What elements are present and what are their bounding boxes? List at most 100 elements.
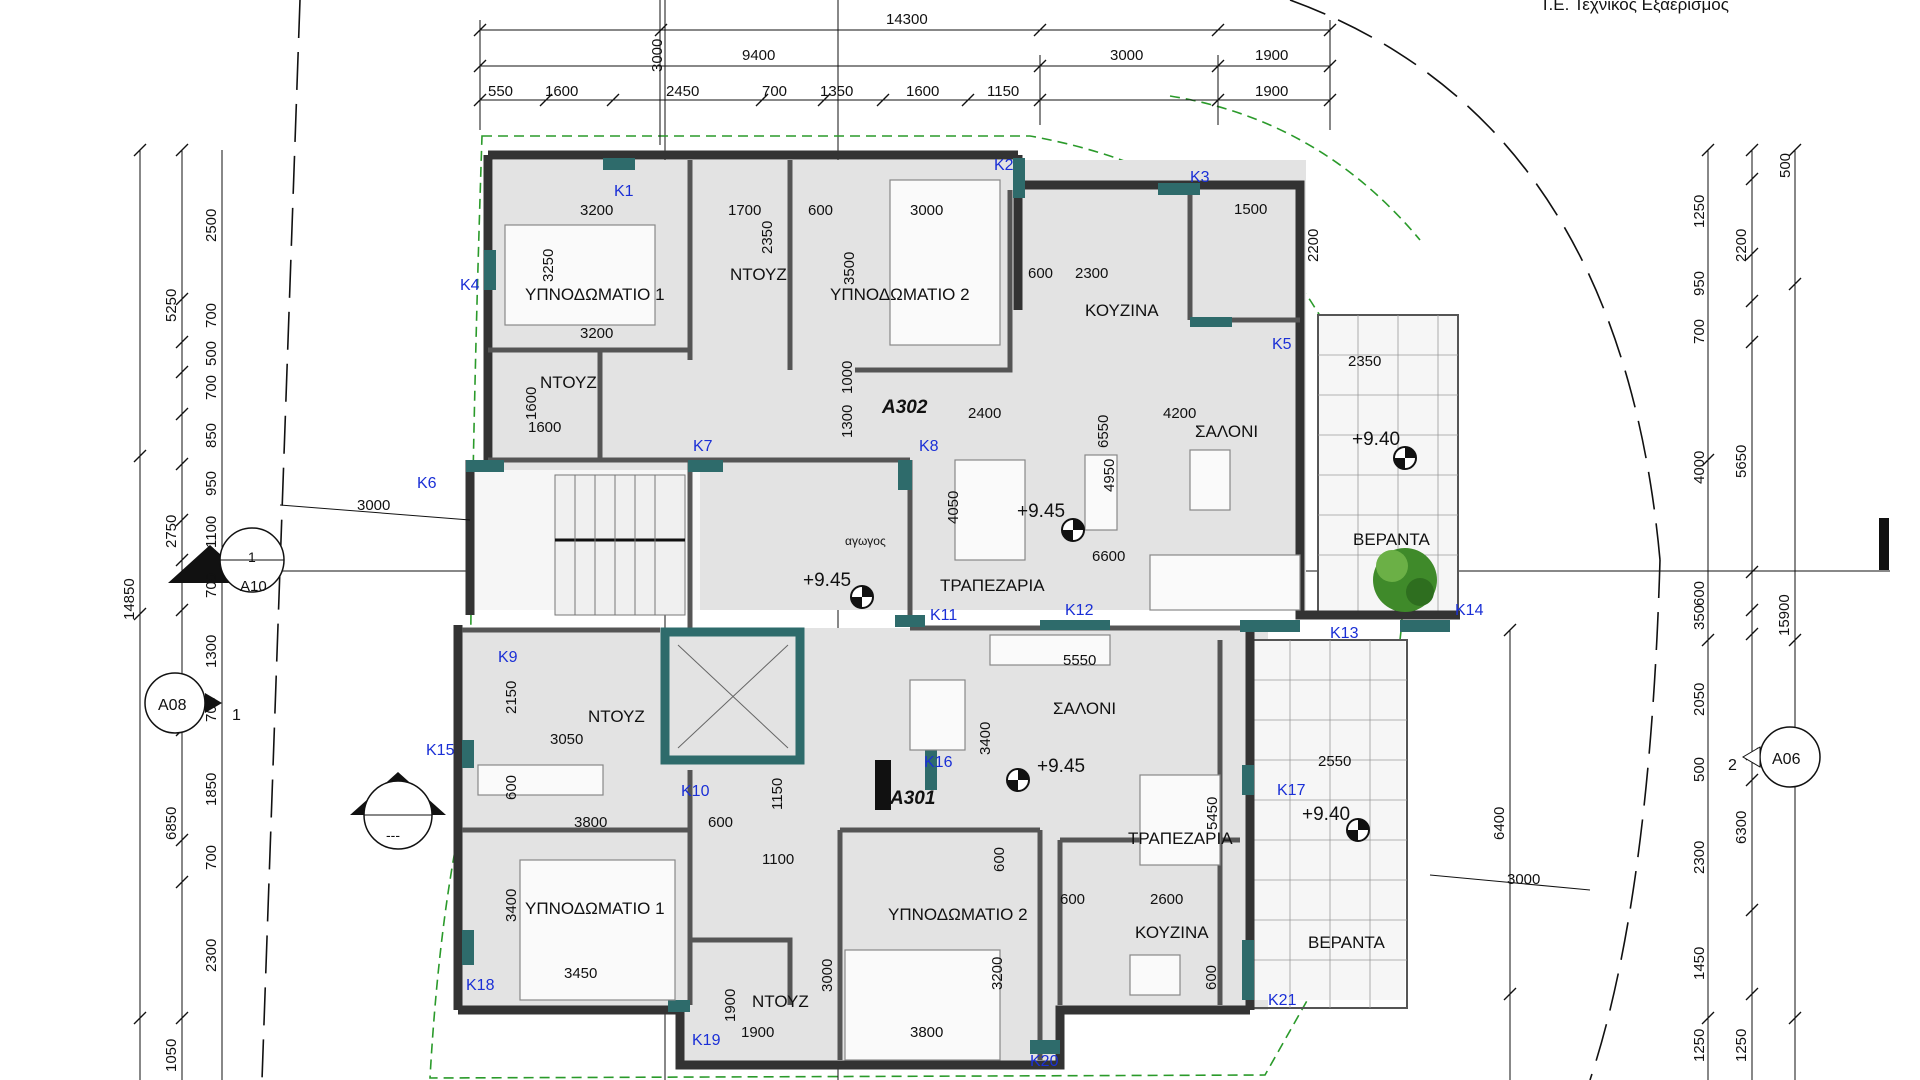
elevation-marker-2	[1742, 726, 1821, 788]
elevation-marker-1	[144, 672, 222, 734]
tree-symbol	[1373, 548, 1437, 612]
dim-interior: 5450	[1204, 797, 1221, 830]
dim-top-detail: 1600	[906, 83, 939, 100]
dim-interior: 1150	[769, 778, 786, 810]
dim-left-detail: 700	[203, 573, 220, 598]
dim-interior: 600	[503, 775, 520, 800]
dim-left-detail: 700	[203, 845, 220, 870]
dim-interior: 3450	[564, 965, 597, 982]
column-tag: K5	[1272, 336, 1292, 353]
elevation-2-number: 2	[1728, 757, 1737, 774]
dim-interior: 1000	[839, 361, 856, 394]
top-dimension-text: 14300 9400 3000 1900 550 1600 2450 700 1…	[488, 11, 1288, 100]
dim-interior: 3000	[910, 202, 943, 219]
room-shower-2-a301: ΝΤΟΥΖ	[752, 992, 809, 1011]
dim-interior: 3050	[550, 731, 583, 748]
dim-interior: 3800	[574, 814, 607, 831]
structural-columns	[462, 158, 1450, 1054]
column-tag: K14	[1455, 602, 1484, 619]
dim-right-detail: 500	[1777, 153, 1794, 178]
column-tag: K4	[460, 277, 480, 294]
interior-dimension-text-lower: 2150 3050 5550 3400 2550 600 1150 3800 6…	[503, 652, 1540, 1041]
furniture	[477, 179, 1301, 1061]
column-tag: K19	[692, 1032, 721, 1049]
dim-interior: 2150	[503, 681, 520, 714]
column-tag: K10	[681, 783, 710, 800]
column-tag: K18	[466, 977, 495, 994]
dim-interior: 4200	[1163, 405, 1196, 422]
dim-interior: 1600	[528, 419, 561, 436]
axis-end-marker	[1879, 518, 1889, 570]
room-bedroom-1-a301: ΥΠΝΟΔΩΜΑΤΙΟ 1	[525, 899, 665, 918]
dim-interior: 600	[808, 202, 833, 219]
dim-interior: 3000	[1507, 871, 1540, 888]
dim-top-detail: 2450	[666, 83, 699, 100]
dim-right-detail: 2200	[1733, 229, 1750, 262]
dim-interior: 5550	[1063, 652, 1096, 669]
dim-interior: 1600	[523, 387, 540, 420]
dim-interior: 3000	[819, 959, 836, 992]
room-veranda-upper: ΒΕΡΑΝΤΑ	[1353, 530, 1430, 549]
room-shower-a301: ΝΤΟΥΖ	[588, 707, 645, 726]
left-dimension-text: 14850 5250 2750 6850 1050 2500 700 500 7…	[121, 209, 220, 1072]
dim-interior: 3400	[503, 889, 520, 922]
dim-interior: 2300	[1075, 265, 1108, 282]
room-bedroom-1-a302: ΥΠΝΟΔΩΜΑΤΙΟ 1	[525, 285, 665, 304]
column-tag: K6	[417, 475, 437, 492]
dim-interior: 1900	[722, 989, 739, 1022]
dim-right-detail: 350	[1691, 605, 1708, 630]
dim-interior: 600	[708, 814, 733, 831]
dim-interior: 2400	[968, 405, 1001, 422]
room-veranda-lower: ΒΕΡΑΝΤΑ	[1308, 933, 1385, 952]
dim-left-detail: 2300	[203, 939, 220, 972]
dim-left-detail: 2500	[203, 209, 220, 242]
dim-right-detail: 600	[1691, 581, 1708, 606]
dim-top-mid: 1900	[1255, 47, 1288, 64]
dimension-lines	[139, 0, 1796, 1080]
column-tag: K11	[930, 607, 957, 624]
dim-top-mid: 9400	[742, 47, 775, 64]
dim-right-major: 5650	[1733, 445, 1750, 478]
section-1-sheet: A10	[240, 578, 267, 595]
dim-top-detail: 1350	[820, 83, 853, 100]
dim-interior: 2350	[1348, 353, 1381, 370]
dim-interior: 1100	[762, 851, 794, 868]
dim-right-overall: 15900	[1776, 594, 1793, 636]
room-kitchen-a302: ΚΟΥΖΙΝΑ	[1085, 301, 1159, 320]
room-living-a302: ΣΑΛΟΝΙ	[1195, 422, 1258, 441]
dim-left-detail: 850	[203, 423, 220, 448]
section-2-sheet: ---	[386, 827, 400, 843]
dim-right-detail: 950	[1691, 271, 1708, 296]
dim-interior: 4950	[1101, 459, 1118, 492]
dim-right-detail: 500	[1691, 757, 1708, 782]
room-shower-a302: ΝΤΟΥΖ	[730, 265, 787, 284]
room-dining-a302: ΤΡΑΠΕΖΑΡΙΑ	[940, 576, 1045, 595]
dim-interior: 3200	[580, 325, 613, 342]
room-dining-a301: ΤΡΑΠΕΖΑΡΙΑ	[1128, 829, 1233, 848]
column-tag: K16	[924, 754, 953, 771]
dim-top-detail: 550	[488, 83, 513, 100]
room-kitchen-a301: ΚΟΥΖΙΝΑ	[1135, 923, 1209, 942]
section-marker-2	[350, 772, 446, 850]
dim-left-detail: 700	[203, 375, 220, 400]
interior-dimension-text-upper: 3200 1700 600 3000 3250 2350 3500 3200 6…	[357, 201, 1381, 565]
dim-left-major: 2750	[163, 515, 180, 548]
dim-interior: 6550	[1095, 415, 1112, 448]
dim-top-detail: 1150	[987, 83, 1019, 100]
dim-right-detail: 1250	[1691, 1029, 1708, 1062]
column-tag: K13	[1330, 625, 1359, 642]
apartment-label-a302: A302	[881, 397, 928, 418]
dim-left-detail: 1300	[203, 635, 220, 668]
dim-interior: 600	[1060, 891, 1085, 908]
dim-right-detail: 700	[1691, 319, 1708, 344]
level-marker-a301	[1006, 768, 1030, 792]
dim-top-overall: 14300	[886, 11, 928, 28]
dim-interior: 1700	[728, 202, 761, 219]
dim-left-detail: 1100	[203, 516, 220, 548]
level-text-veranda-lower: +9.40	[1302, 804, 1350, 825]
column-tag: K15	[426, 742, 455, 759]
level-text-corridor: +9.45	[803, 570, 851, 591]
dim-left-detail: 1850	[203, 773, 220, 806]
section-marker-1	[168, 527, 285, 593]
